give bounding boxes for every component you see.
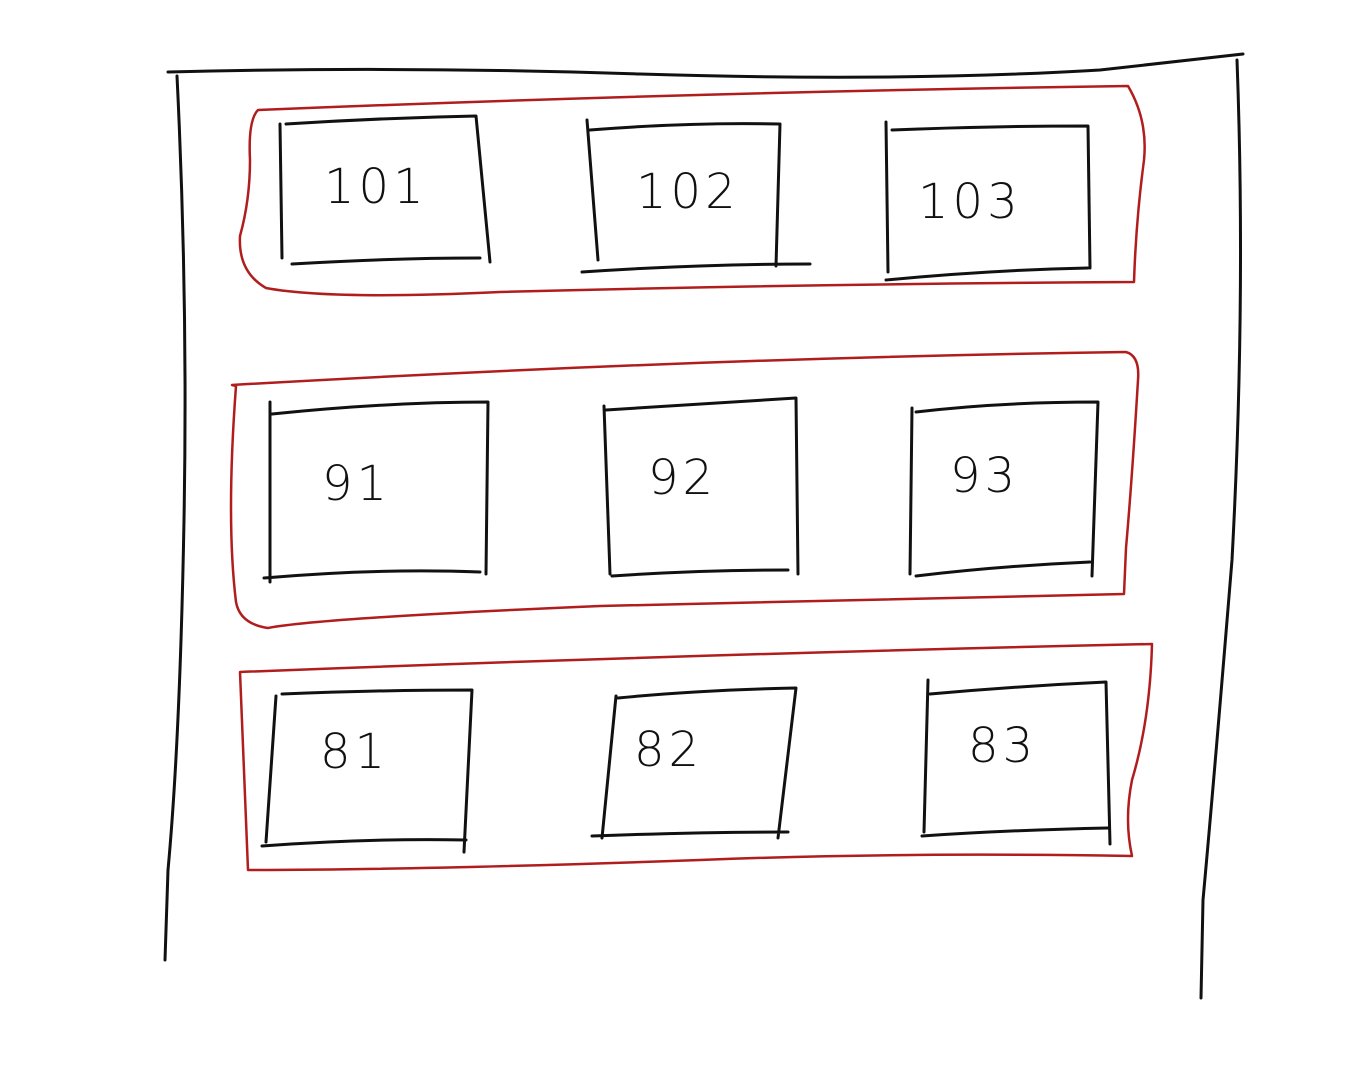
room-box: 92 [602,396,800,578]
room-label: 101 [324,159,428,215]
building-left-edge [163,74,187,962]
floor-row-group-outline [229,350,1140,630]
building-right-edge [1199,58,1243,1000]
room-box: 93 [908,400,1100,578]
room-box: 82 [590,686,798,840]
room-box: 91 [262,400,490,584]
building-top-edge [166,52,1245,79]
room-label: 92 [648,450,717,506]
room-label: 103 [918,174,1022,230]
room-label: 102 [636,164,740,220]
floor-row-group-outline [238,642,1154,872]
room-label: 83 [968,718,1037,774]
room-box: 101 [278,114,492,266]
room-label: 81 [320,724,389,780]
room-box: 81 [260,688,474,854]
room-box: 102 [580,118,812,274]
room-label: 91 [322,456,391,512]
floor-row-1: 101 102 103 [238,84,1146,297]
floor-row-group-outline [238,84,1146,297]
building-outline [163,52,1245,1000]
floor-row-3: 81 82 83 [238,642,1154,872]
floor-row-2: 91 92 93 [229,350,1140,630]
room-label: 93 [950,448,1019,504]
room-box: 103 [884,120,1092,282]
room-label: 82 [634,722,703,778]
room-box: 83 [920,678,1112,846]
